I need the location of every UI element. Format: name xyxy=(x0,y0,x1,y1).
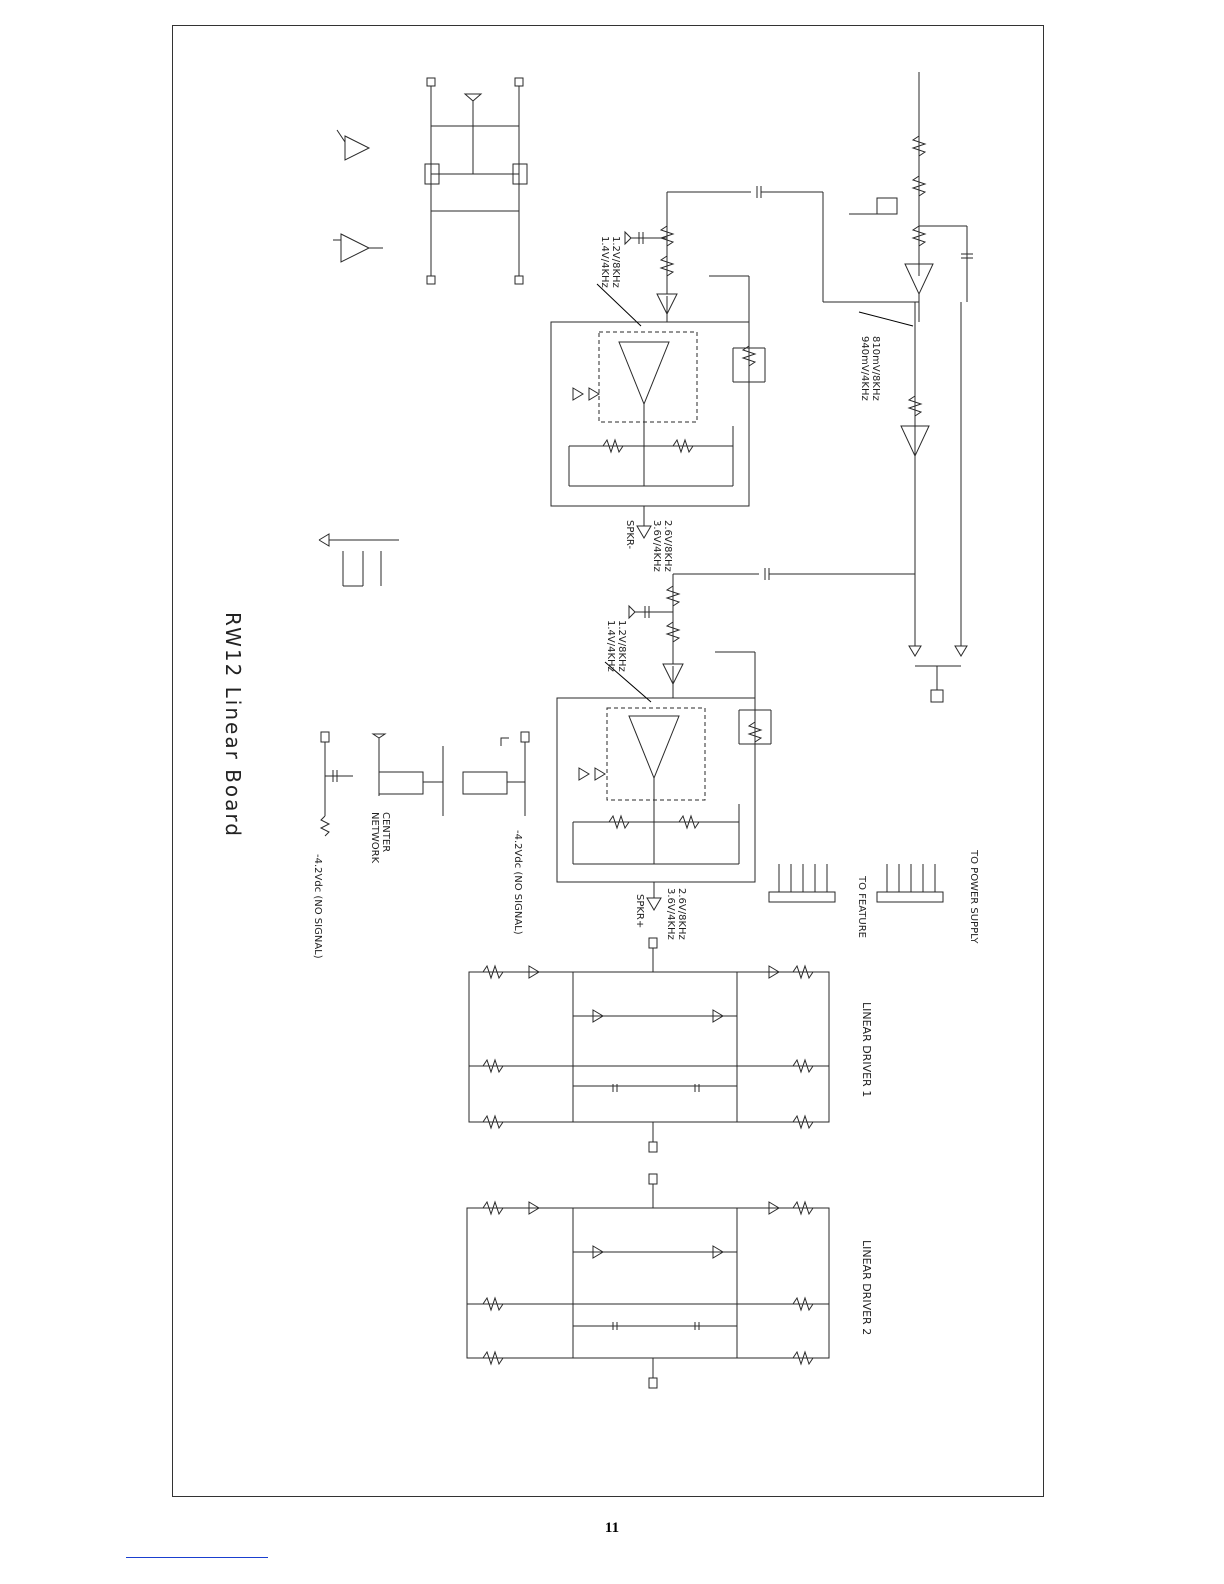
spkr-plus-levels: 2.6V/8KHz 3.6V/4KHz xyxy=(665,888,687,940)
linear-driver-1 xyxy=(469,938,829,1152)
footer-rule xyxy=(126,1557,268,1558)
spkr-minus-levels: 2.6V/8KHz 3.6V/4KHz xyxy=(651,520,673,572)
page-number: 11 xyxy=(0,1520,1224,1537)
drive-level-upper: 1.2V/8KHz 1.4V/4KHz xyxy=(599,236,621,288)
voltage-regulator-block xyxy=(333,78,527,284)
schematic-sheet: RW12 Linear Board -4.2Vdc (NO SIGNAL) CE… xyxy=(172,25,1044,1497)
cd-input-network xyxy=(321,732,529,836)
drive-level-lower: 1.2V/8KHz 1.4V/4KHz xyxy=(605,620,627,672)
center-network-label: CENTER NETWORK xyxy=(369,812,391,863)
linear-driver-2-label: LINEAR DRIVER 2 xyxy=(860,1240,873,1335)
detector-level-label: 810mV/8KHz 940mV/4KHz xyxy=(859,336,881,401)
upper-amplifier-block xyxy=(551,186,823,538)
detector-block xyxy=(597,72,973,702)
spkr-minus-label: SPKR- xyxy=(624,520,635,549)
cd-plus-bias-label: -4.2Vdc (NO SIGNAL) xyxy=(512,830,523,935)
linear-driver-1-label: LINEAR DRIVER 1 xyxy=(860,1002,873,1097)
linear-driver-2 xyxy=(467,1174,829,1388)
spkr-plus-label: SPKR+ xyxy=(634,894,645,928)
board-title: RW12 Linear Board xyxy=(221,612,245,838)
to-feature-label: TO FEATURE xyxy=(856,876,867,938)
cd-minus-bias-label: -4.2Vdc (NO SIGNAL) xyxy=(312,854,323,959)
connector-headers xyxy=(319,534,943,902)
to-power-supply-label: TO POWER SUPPLY xyxy=(968,850,979,943)
